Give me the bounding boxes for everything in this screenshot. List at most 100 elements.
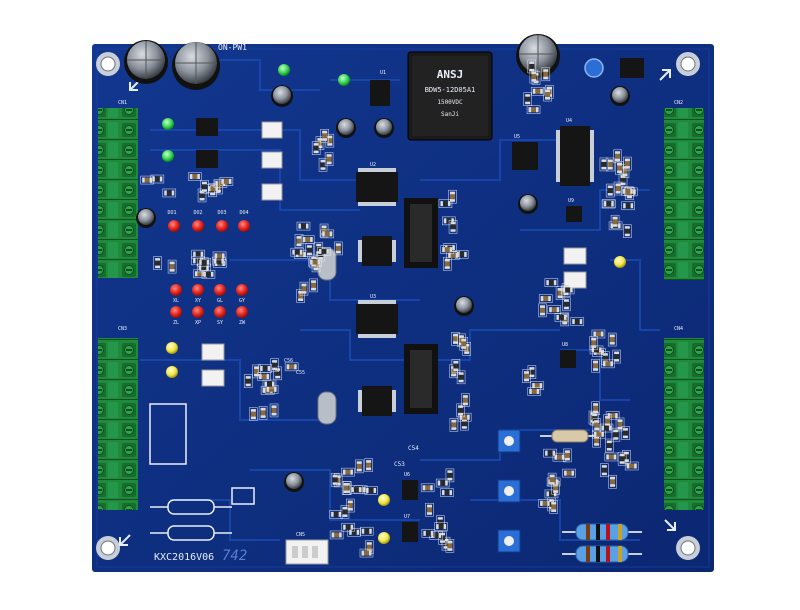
smd-part	[364, 458, 373, 472]
smd-part	[252, 364, 261, 379]
connector-label: CN4	[674, 326, 683, 332]
smd-part	[607, 332, 617, 347]
smd-part	[459, 337, 469, 351]
smd-part	[445, 539, 455, 553]
resistor-icon	[540, 429, 642, 563]
pin-header	[404, 198, 438, 414]
led-label: GY	[239, 298, 245, 304]
smd-part	[610, 214, 620, 229]
smd-part	[320, 229, 335, 239]
smd-part	[623, 156, 632, 171]
board-model-marking: KXC2016V06	[154, 552, 214, 563]
smd-part	[449, 418, 459, 432]
smd-part	[570, 317, 585, 326]
smd-part	[522, 369, 531, 384]
smd-part	[541, 67, 551, 82]
led-label: ZL	[173, 320, 179, 326]
smd-part	[243, 374, 253, 388]
smd-part	[318, 158, 328, 172]
ic-label: U2	[370, 162, 376, 168]
smd-part	[270, 358, 279, 372]
smd-components	[140, 59, 639, 558]
smd-part	[341, 467, 355, 477]
smd-part	[623, 224, 632, 238]
smd-part	[456, 403, 465, 418]
smd-part	[529, 69, 539, 84]
smd-part	[420, 483, 435, 493]
chip-icon	[196, 58, 644, 542]
smd-part	[599, 157, 609, 172]
smd-part	[543, 448, 557, 458]
smd-part	[212, 251, 227, 261]
cap-label: C54	[408, 445, 419, 452]
smd-part	[435, 478, 450, 488]
smd-part	[599, 423, 614, 433]
smd-part	[461, 393, 470, 407]
terminal-block-icon	[664, 338, 704, 510]
smd-part	[592, 429, 606, 439]
smd-part	[269, 403, 279, 418]
smd-part	[273, 366, 282, 381]
ic-label: U1	[380, 70, 386, 76]
smd-part	[547, 305, 562, 314]
smd-part	[554, 313, 569, 322]
smd-part	[445, 468, 455, 483]
led-label: SY	[217, 320, 223, 326]
optocoupler	[201, 121, 587, 387]
connector-label: CN3	[118, 326, 127, 332]
smd-part	[311, 141, 321, 155]
smd-part	[341, 481, 351, 495]
smd-part	[320, 128, 329, 143]
ic-label: U7	[404, 514, 410, 520]
trimmer-icon	[497, 429, 521, 553]
smd-part	[624, 461, 639, 471]
mounting-hole-icon	[96, 52, 700, 560]
smd-part	[451, 359, 461, 373]
smd-part	[448, 219, 458, 234]
smd-part	[341, 522, 355, 532]
smd-part	[605, 438, 614, 453]
smd-part	[153, 256, 162, 270]
terminal-block-icon	[98, 108, 138, 278]
smd-part	[162, 188, 177, 198]
smd-part	[359, 548, 374, 558]
smd-part	[615, 417, 625, 432]
smd-part	[329, 530, 344, 540]
led-icon	[162, 64, 626, 544]
smd-part	[330, 473, 340, 487]
terminal-block-icon	[664, 108, 704, 280]
ic-label: U4	[566, 118, 572, 124]
capacitor-icon	[124, 34, 630, 492]
cap-label: C56	[284, 358, 293, 364]
smd-part	[425, 502, 434, 517]
smd-part	[446, 251, 461, 260]
smd-part	[604, 452, 619, 462]
smd-part	[443, 257, 452, 271]
cap-label: C55	[296, 370, 305, 376]
smd-part	[349, 485, 364, 494]
smd-part	[621, 201, 635, 211]
smd-part	[600, 463, 609, 477]
smd-part	[309, 278, 318, 293]
smd-part	[589, 345, 604, 355]
smd-part	[197, 257, 212, 267]
smd-part	[219, 177, 234, 186]
smd-part	[560, 285, 575, 295]
smd-part	[296, 221, 311, 231]
smd-part	[359, 526, 374, 536]
module-part-number: BDW5-12D05A1	[425, 86, 476, 94]
module-label: SanJi	[441, 111, 459, 118]
ic-label: U3	[370, 294, 376, 300]
connector-label: CN2	[674, 100, 683, 106]
smd-part	[462, 342, 472, 356]
ic-label: U5	[514, 134, 520, 140]
smd-part	[317, 247, 331, 256]
cap-label: C53	[394, 461, 405, 468]
arrow-icon	[119, 69, 676, 546]
smd-part	[284, 362, 299, 372]
smd-part	[258, 364, 272, 373]
smd-part	[591, 329, 606, 339]
smd-part	[347, 527, 361, 537]
led-label: DO3	[217, 210, 226, 216]
